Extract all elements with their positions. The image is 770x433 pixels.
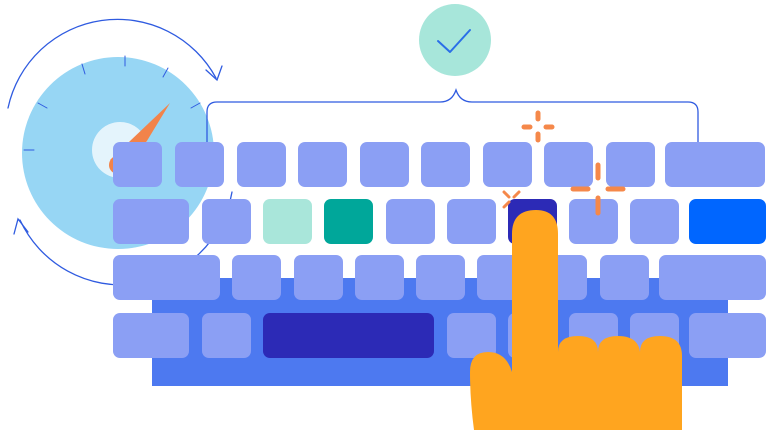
hand-shape bbox=[470, 210, 682, 430]
sparkle-line bbox=[502, 190, 511, 199]
keyboard-key bbox=[600, 255, 649, 300]
keyboard-key bbox=[298, 142, 347, 187]
keyboard-key bbox=[386, 199, 435, 244]
keyboard-key bbox=[447, 199, 496, 244]
sparkle-line bbox=[512, 190, 521, 199]
keyboard-key bbox=[689, 313, 766, 358]
keyboard-key bbox=[630, 199, 679, 244]
keyboard-key bbox=[113, 199, 189, 244]
keyboard-key bbox=[689, 199, 766, 244]
keyboard-key bbox=[544, 142, 593, 187]
keyboard-key bbox=[232, 255, 281, 300]
sparkle-icon bbox=[502, 110, 626, 216]
keyboard-key bbox=[294, 255, 343, 300]
keyboard-key bbox=[202, 313, 251, 358]
keyboard-key bbox=[665, 142, 765, 187]
pointing-hand-icon bbox=[470, 210, 682, 430]
check-circle bbox=[419, 4, 491, 76]
arrowhead-top bbox=[205, 65, 223, 82]
keyboard-key bbox=[113, 313, 189, 358]
keyboard-key bbox=[421, 142, 470, 187]
keyboard-key bbox=[202, 199, 251, 244]
keyboard-key bbox=[175, 142, 224, 187]
sparkle-line bbox=[502, 200, 511, 209]
keyboard-key bbox=[237, 142, 286, 187]
keyboard-key bbox=[324, 199, 373, 244]
keyboard-key bbox=[606, 142, 655, 187]
bracket-outline bbox=[206, 87, 699, 148]
keyboard-key bbox=[263, 199, 312, 244]
gauge-tick bbox=[81, 63, 86, 75]
keyboard-key bbox=[360, 142, 409, 187]
keyboard-spacebar bbox=[263, 313, 434, 358]
gauge-ticks bbox=[23, 55, 201, 151]
check-icon bbox=[419, 4, 491, 76]
keyboard-key bbox=[483, 142, 532, 187]
keyboard-key bbox=[113, 255, 220, 300]
check-mark bbox=[437, 29, 471, 53]
keyboard-key bbox=[569, 199, 618, 244]
keyboard-key bbox=[416, 255, 465, 300]
arc-arrow-top bbox=[7, 18, 217, 109]
keyboard-key bbox=[113, 142, 162, 187]
keyboard-key bbox=[447, 313, 496, 358]
keyboard-key bbox=[659, 255, 766, 300]
gauge-tick bbox=[190, 102, 201, 109]
arrowhead-bottom bbox=[13, 217, 29, 235]
gauge-tick bbox=[162, 67, 169, 78]
gauge-tick bbox=[37, 102, 48, 109]
keyboard-key bbox=[355, 255, 404, 300]
